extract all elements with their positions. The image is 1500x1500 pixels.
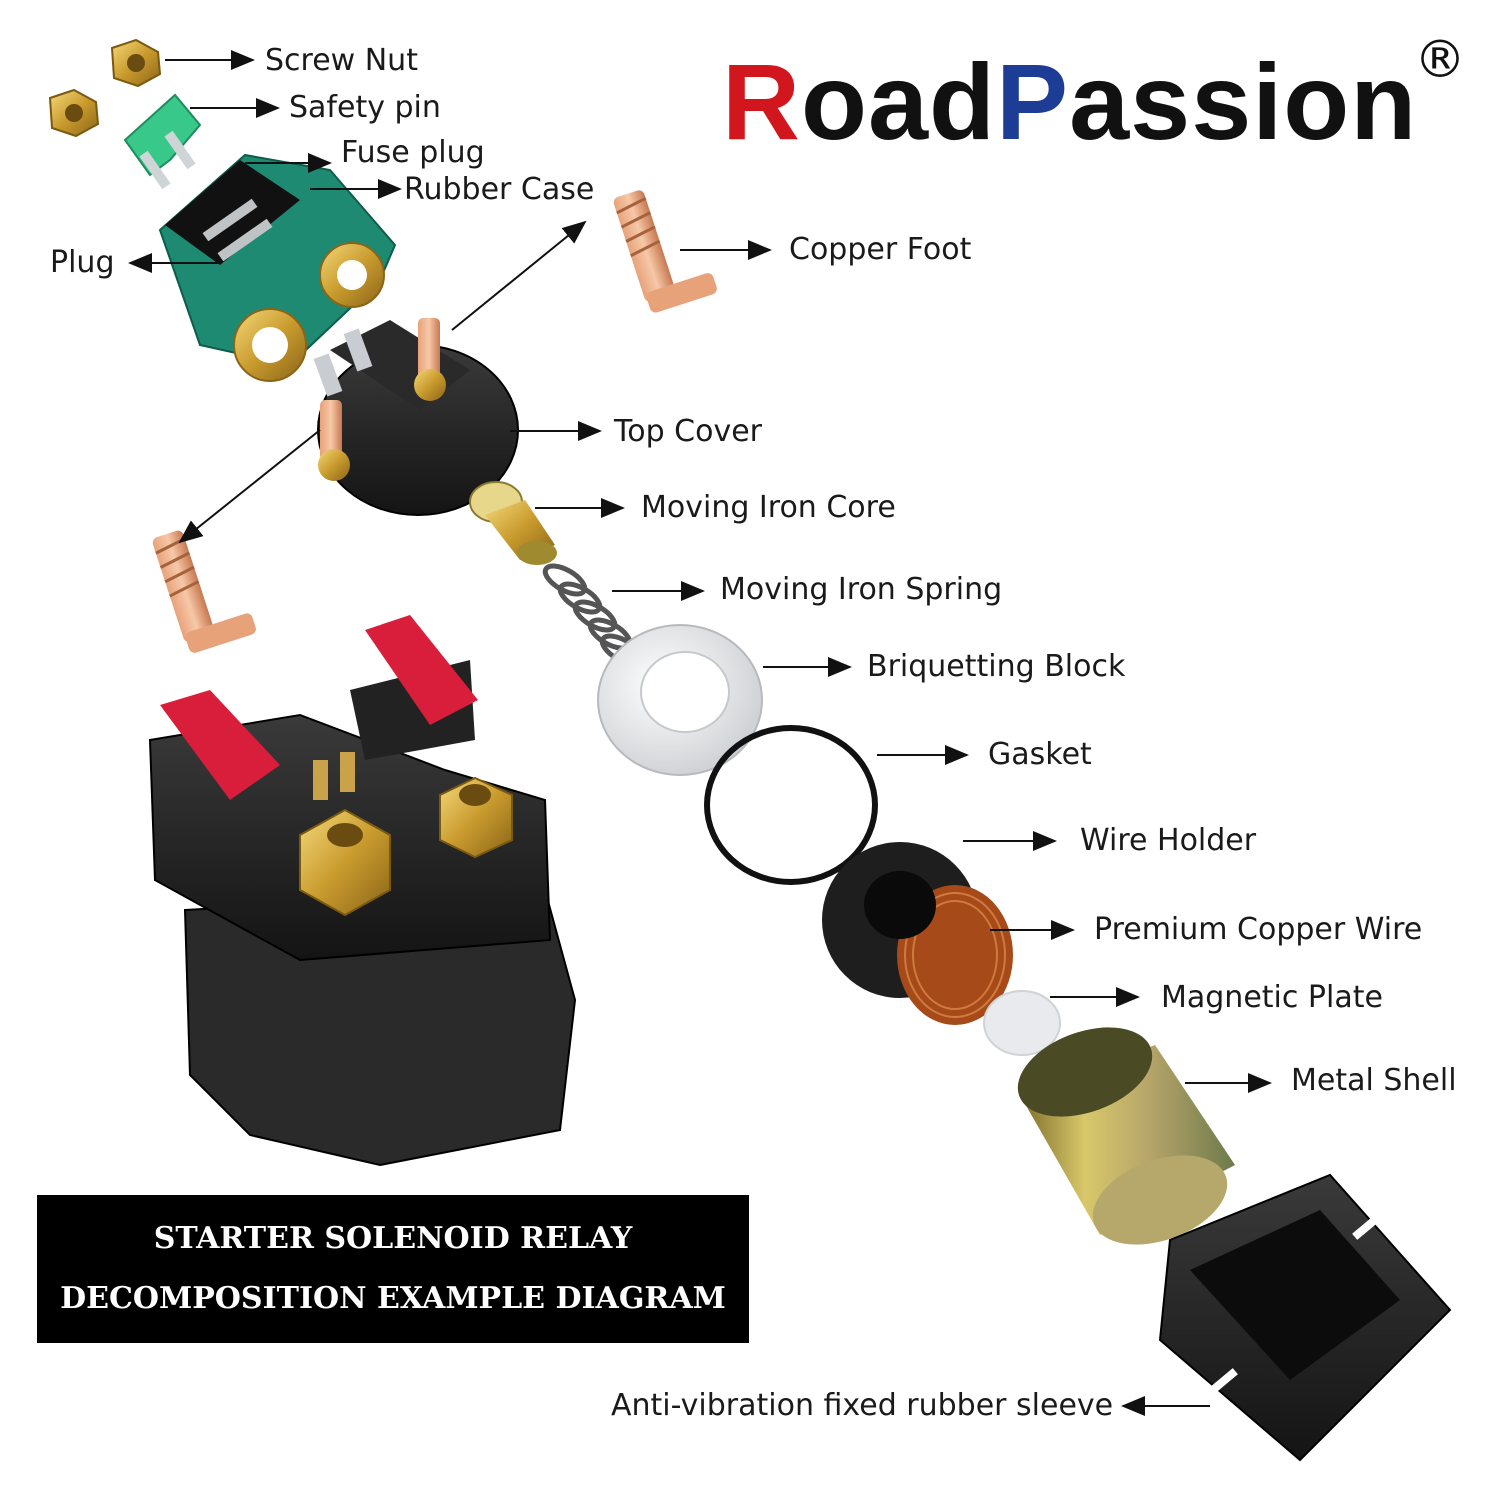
label-metal-shell: Metal Shell — [1291, 1063, 1457, 1098]
label-rubber-case: Rubber Case — [404, 172, 595, 207]
arrow-top-cover-to-copper-foot — [451, 220, 587, 331]
moving-iron-core-image — [469, 481, 557, 565]
brand-letter-p: P — [996, 41, 1070, 162]
top-cover-image — [313, 318, 519, 516]
diagram-title-box: STARTER SOLENOID RELAY DECOMPOSITION EXA… — [37, 1195, 749, 1343]
rubber-sleeve-image — [1158, 1173, 1452, 1462]
label-wire-holder: Wire Holder — [1080, 823, 1257, 858]
brand-letter-r: R — [722, 41, 801, 162]
label-briquetting-block: Briquetting Block — [867, 649, 1126, 684]
metal-shell-image — [1017, 1027, 1235, 1245]
screw-nut-image — [48, 38, 162, 138]
gasket-image — [704, 725, 878, 885]
label-gasket: Gasket — [988, 737, 1092, 772]
safety-pin-image — [123, 93, 202, 190]
brand-text-2: assion — [1069, 41, 1418, 162]
label-rubber-sleeve: Anti-vibration fixed rubber sleeve — [611, 1388, 1114, 1423]
label-top-cover: Top Cover — [614, 414, 763, 449]
briquetting-block-image — [597, 624, 763, 776]
label-moving-iron-spring: Moving Iron Spring — [720, 572, 1003, 607]
label-fuse-plug: Fuse plug — [341, 135, 485, 170]
label-plug: Plug — [50, 245, 115, 280]
magnetic-plate-image — [983, 990, 1061, 1056]
label-safety-pin: Safety pin — [289, 90, 441, 125]
registered-mark: ® — [1414, 30, 1466, 90]
rubber-case-image — [158, 153, 397, 382]
diagram-title-line-2: DECOMPOSITION EXAMPLE DIAGRAM — [60, 1281, 726, 1316]
label-magnetic-plate: Magnetic Plate — [1161, 980, 1383, 1015]
brand-logo: RoadPassion — [722, 48, 1417, 156]
label-moving-iron-core: Moving Iron Core — [641, 490, 896, 525]
diagram-title-line-1: STARTER SOLENOID RELAY — [153, 1221, 633, 1256]
label-copper-foot: Copper Foot — [789, 232, 972, 267]
assembled-relay-image — [148, 615, 577, 1167]
brand-text-1: oad — [801, 41, 997, 162]
leader-lines — [128, 50, 1272, 1416]
label-premium-copper-wire: Premium Copper Wire — [1094, 912, 1423, 947]
wire-holder-image — [822, 842, 1013, 1025]
copper-foot-image — [152, 190, 717, 653]
arrow-top-cover-to-foot-lower — [178, 429, 321, 544]
label-screw-nut: Screw Nut — [265, 43, 418, 78]
